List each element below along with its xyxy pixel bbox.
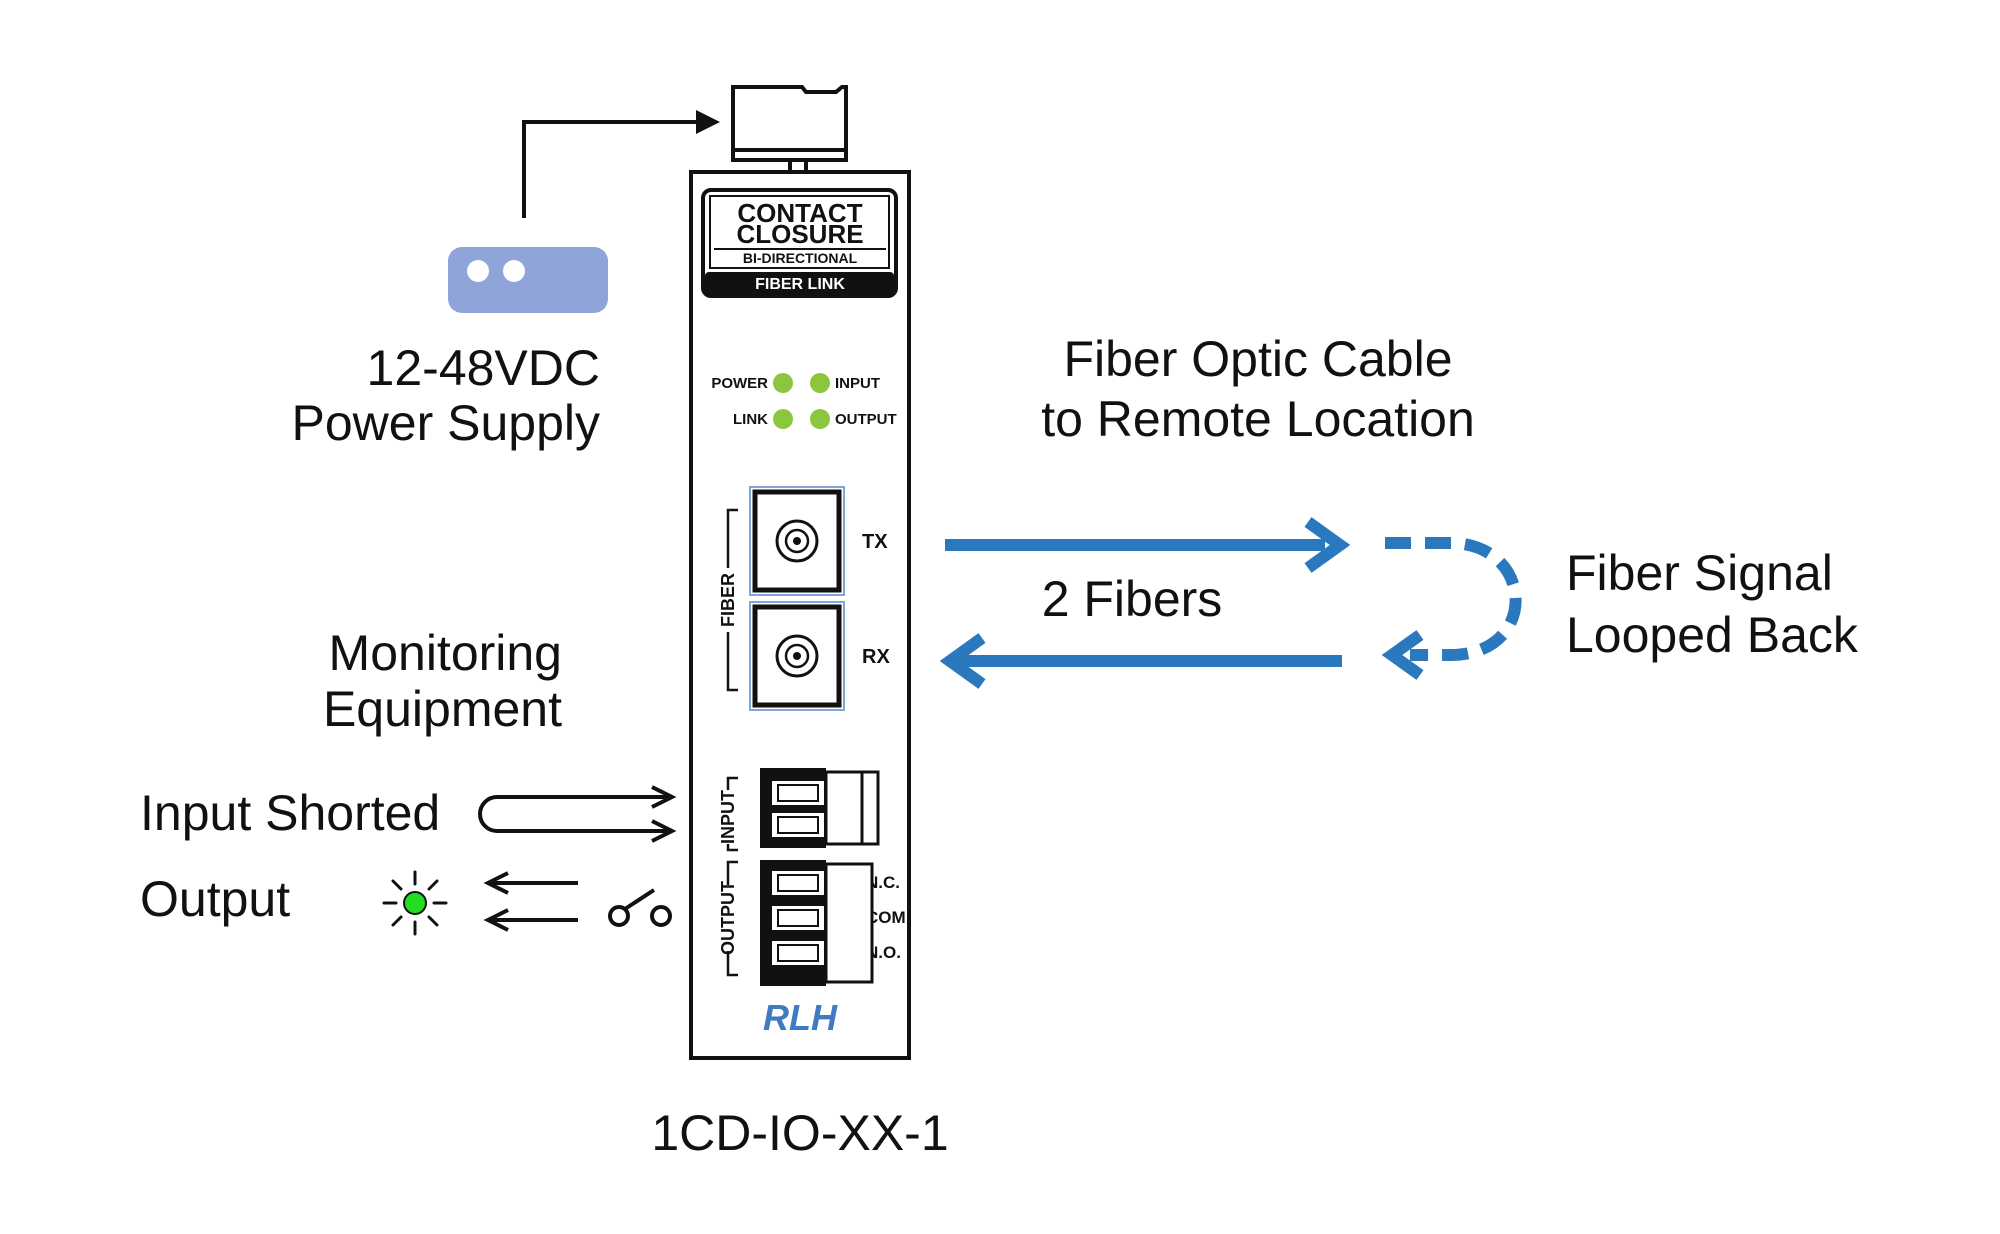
tx-label: TX	[862, 531, 888, 553]
indicator-light-icon	[382, 870, 448, 936]
monitoring-label-line1: Monitoring	[329, 625, 562, 681]
device-badge: CONTACT CLOSURE BI-DIRECTIONAL FIBER LIN…	[701, 188, 898, 298]
com-label: COM	[866, 908, 906, 927]
power-cable-arrowhead	[696, 110, 720, 134]
input-group-label: INPUT	[718, 790, 738, 844]
output-group-label: OUTPUT	[718, 881, 738, 955]
fiber-ports: FIBER TX RX	[716, 486, 890, 711]
power-led-icon	[773, 373, 793, 393]
fiber-count-label: 2 Fibers	[1042, 571, 1223, 627]
badge-line4: FIBER LINK	[755, 276, 845, 293]
no-label: N.O.	[866, 943, 901, 962]
link-led-icon	[773, 409, 793, 429]
rx-port-icon	[775, 634, 819, 678]
input-shorted-label: Input Shorted	[140, 785, 440, 841]
monitoring-label-line2: Equipment	[323, 681, 562, 737]
nc-label: N.C.	[866, 873, 900, 892]
input-shorted-loop	[478, 785, 677, 843]
led-label-link: LINK	[733, 411, 768, 428]
rx-fiber-arrow	[939, 633, 1342, 689]
badge-line2: CLOSURE	[736, 219, 863, 249]
led-label-power: POWER	[711, 375, 768, 392]
output-label: Output	[140, 871, 290, 927]
led-label-output: OUTPUT	[835, 411, 897, 428]
status-leds: POWER INPUT LINK OUTPUT	[711, 373, 897, 429]
led-label-input: INPUT	[835, 375, 880, 392]
output-arrows	[483, 871, 578, 932]
rx-label: RX	[862, 646, 890, 668]
loopback-label-line2: Looped Back	[1566, 607, 1859, 663]
fiber-cable-label-line2: to Remote Location	[1041, 391, 1475, 447]
loopback-label-line1: Fiber Signal	[1566, 545, 1833, 601]
badge-line3: BI-DIRECTIONAL	[743, 250, 858, 266]
power-supply-label-line2: Power Supply	[292, 395, 601, 451]
loopback-arrow	[1381, 537, 1522, 680]
terminal-blocks: INPUT OUTPUT	[716, 768, 880, 986]
model-number: 1CD-IO-XX-1	[651, 1105, 948, 1161]
badge-line1: CONTACT	[737, 198, 862, 228]
brand-logo: RLH	[763, 997, 838, 1038]
output-led-icon	[810, 409, 830, 429]
fiber-cable-label-line1: Fiber Optic Cable	[1063, 331, 1452, 387]
power-connector-icon	[731, 85, 848, 174]
power-supply-icon	[448, 247, 608, 313]
fiber-group-label: FIBER	[718, 573, 738, 627]
power-cable-line	[522, 120, 710, 218]
power-supply-label-line1: 12-48VDC	[367, 340, 600, 396]
tx-port-icon	[775, 519, 819, 563]
tx-fiber-arrow	[945, 517, 1351, 573]
relay-switch-icon	[608, 888, 672, 927]
input-led-icon	[810, 373, 830, 393]
